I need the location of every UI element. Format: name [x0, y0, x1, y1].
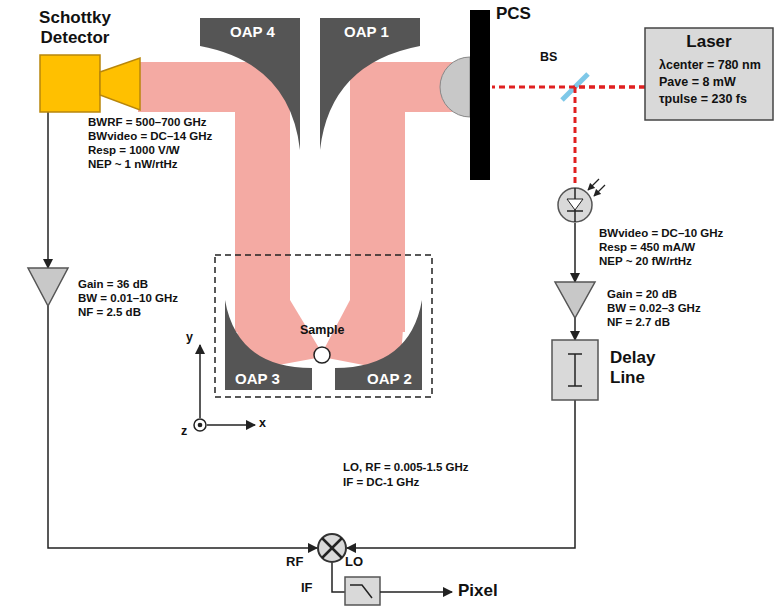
- schottky-detector-shape: [40, 55, 140, 112]
- axis-label: z: [181, 424, 187, 438]
- amplifier-shape: [28, 268, 68, 306]
- delay-line-shape: [552, 340, 598, 400]
- node-text: IF = DC-1 GHz: [343, 476, 419, 489]
- node-text: OAP 1: [344, 23, 389, 40]
- node-text: BW = 0.02–3 GHz: [607, 302, 701, 315]
- amplifier: Gain = 20 dBBW = 0.02–3 GHzNF = 2.7 dB: [555, 282, 595, 318]
- sample-label: Sample: [300, 323, 344, 337]
- if-path: [332, 563, 452, 605]
- axis-label: x: [259, 416, 266, 430]
- node-text: Pave = 8 mW: [659, 75, 736, 89]
- node-text: OAP 3: [235, 370, 280, 387]
- delay-line: Delay Line: [552, 340, 598, 400]
- node-text: OAP 2: [367, 370, 412, 387]
- mixer-shape: [317, 533, 347, 563]
- node-text: Schottky Detector: [30, 8, 120, 47]
- axis-label: y: [186, 330, 193, 344]
- node-text: OAP 4: [230, 23, 275, 40]
- dashed-region: [215, 255, 432, 397]
- signal-wire: [48, 306, 317, 548]
- node-text: BWRF = 500–700 GHz: [88, 116, 207, 129]
- laser-box: Laser λcenter = 780 nm Pave = 8 mW τpulse =…: [645, 28, 773, 120]
- node-text: Delay Line: [610, 348, 672, 387]
- node-text: IF: [301, 581, 313, 596]
- parabolic-mirror: OAP 2: [335, 300, 422, 390]
- output-label: Pixel: [458, 581, 498, 601]
- laser-beam: [575, 87, 645, 187]
- node-text: RF: [286, 555, 303, 570]
- schottky-detector: Schottky DetectorBWRF = 500–700 GHzBWvid…: [40, 55, 140, 112]
- amplifier-shape: [555, 282, 595, 318]
- parabolic-mirror: OAP 1: [320, 18, 420, 150]
- signal-wire: [47, 112, 49, 268]
- sample-spot: [314, 347, 330, 363]
- bs-label: BS: [540, 50, 557, 64]
- photoconductive-switch: PCS: [440, 10, 492, 180]
- node-text: NEP ~ 1 nW/rtHz: [88, 158, 178, 171]
- node-text: Laser: [645, 32, 773, 52]
- node-text: Gain = 36 dB: [78, 278, 148, 291]
- node-text: τpulse = 230 fs: [659, 92, 747, 106]
- node-text: BWvideo = DC–14 GHz: [88, 130, 212, 143]
- node-text: PCS: [496, 4, 531, 24]
- signal-wire: [347, 400, 575, 548]
- mixer: LO, RF = 0.005-1.5 GHzIF = DC-1 GHzRFLOI…: [317, 533, 347, 563]
- node-text: LO: [345, 555, 363, 570]
- parabolic-mirror: OAP 4: [200, 18, 300, 150]
- node-text: NF = 2.7 dB: [607, 316, 670, 329]
- node-text: Gain = 20 dB: [607, 288, 677, 301]
- node-text: NEP ~ 20 fW/rtHz: [599, 255, 692, 268]
- node-text: Resp = 450 mA/W: [599, 241, 695, 254]
- node-text: LO, RF = 0.005-1.5 GHz: [343, 461, 469, 474]
- node-text: BW = 0.01–10 GHz: [78, 292, 178, 305]
- photodiode: BWvideo = DC–10 GHzResp = 450 mA/WNEP ~ …: [557, 187, 593, 223]
- node-text: BWvideo = DC–10 GHz: [599, 227, 723, 240]
- node-text: Resp = 1000 V/W: [88, 144, 180, 157]
- node-text: NF = 2.5 dB: [78, 306, 141, 319]
- photoconductive-switch-shape: [440, 10, 492, 180]
- amplifier: Gain = 36 dBBW = 0.01–10 GHzNF = 2.5 dB: [28, 268, 68, 306]
- photodiode-shape: [557, 187, 593, 223]
- node-text: λcenter = 780 nm: [659, 58, 761, 72]
- signal-wire: [574, 223, 576, 282]
- signal-wire: [574, 318, 576, 340]
- parabolic-mirror: OAP 3: [225, 300, 312, 390]
